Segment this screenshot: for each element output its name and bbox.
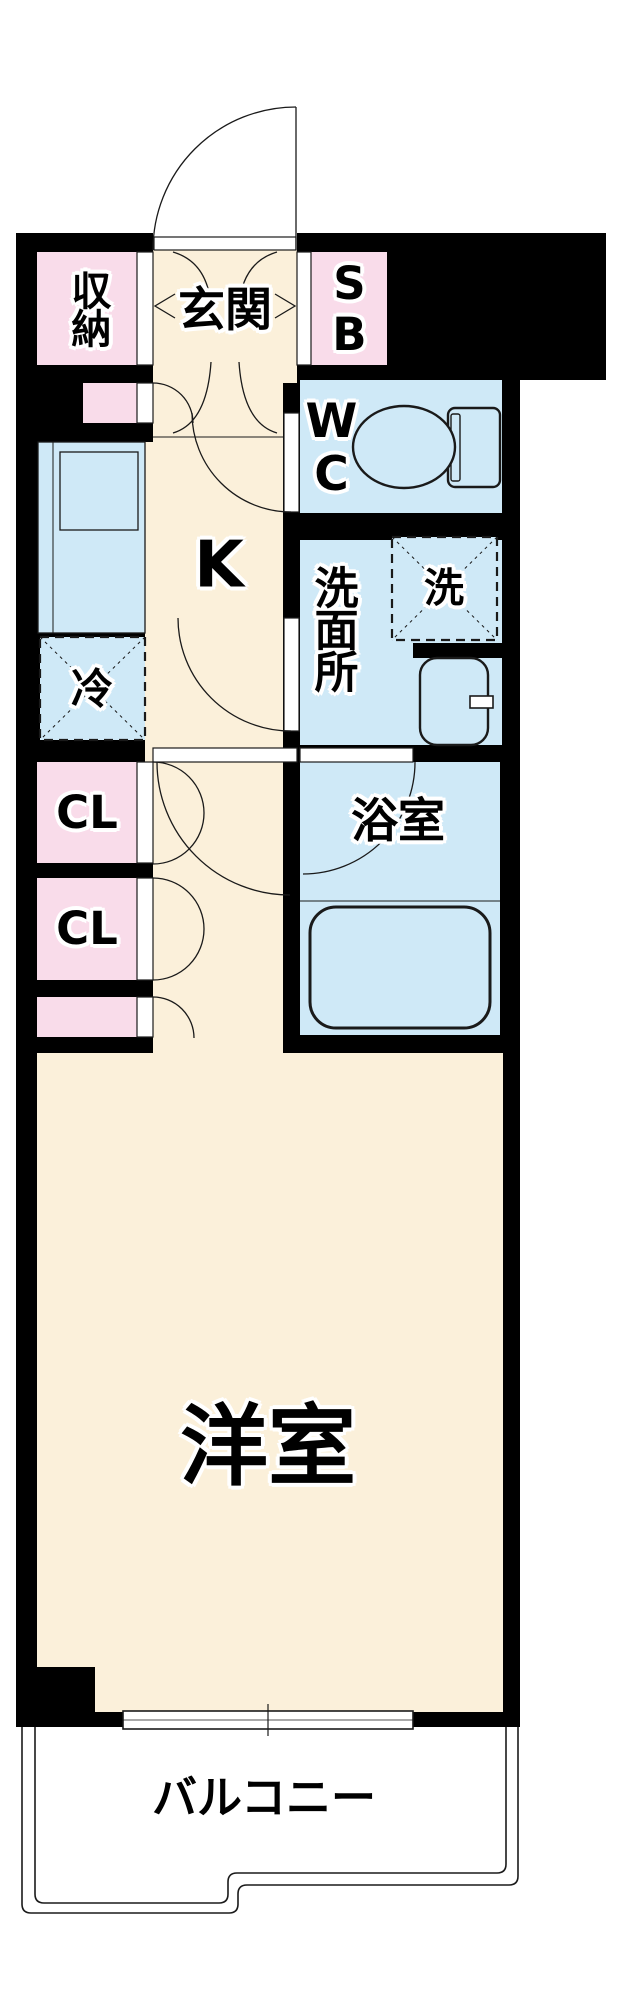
appliance-boxes xyxy=(38,535,499,742)
kitchen-floor xyxy=(145,442,283,762)
washroom-wall-stub xyxy=(413,643,502,658)
kitchen-label: K xyxy=(194,528,244,603)
balcony-inner-line xyxy=(34,1727,507,1904)
refrigerator-outline xyxy=(38,635,147,742)
room-fills xyxy=(16,248,503,1727)
refrigerator-box xyxy=(38,635,147,742)
closet1-room xyxy=(37,762,137,863)
toilet-label: WC xyxy=(303,394,359,500)
storage-label: 収納 xyxy=(64,270,111,346)
counter-top xyxy=(37,441,146,634)
entrance-chevron-right xyxy=(274,293,297,319)
bathtub xyxy=(308,905,492,1030)
floor-lines xyxy=(153,436,500,902)
closet1-opening xyxy=(136,761,154,864)
entrance-label: 玄関 xyxy=(178,283,272,339)
toilet-bowl xyxy=(351,404,457,490)
kitchen-door-arc xyxy=(156,761,291,896)
bathroom-label: 浴室 xyxy=(351,794,445,850)
front-door-arc xyxy=(152,106,297,251)
western-room-floor xyxy=(37,1053,503,1712)
closet1-door-arc-top xyxy=(152,761,205,814)
entrance-arc-tl xyxy=(172,251,212,306)
western-room-label: 洋室 xyxy=(179,1395,357,1499)
closet2-door-arc-bottom xyxy=(152,928,205,981)
lower-corridor xyxy=(153,762,283,1053)
closet2-opening xyxy=(136,877,154,981)
closet2-room xyxy=(37,878,137,980)
kitchen-counter xyxy=(37,441,146,634)
door-openings xyxy=(136,233,414,1038)
entrance-arc-tr xyxy=(238,251,278,306)
washer-box xyxy=(390,535,499,642)
washroom-label: 洗面所 xyxy=(306,565,358,691)
closet1-door-arc-bottom xyxy=(152,812,205,865)
bathroom-door-arc xyxy=(302,761,416,875)
closet2-label: CL xyxy=(56,902,118,956)
small-closet-lower-door-arc xyxy=(152,996,195,1039)
entrance-door-leaf xyxy=(153,236,297,251)
shoe-box-label: SB xyxy=(322,257,376,359)
small-closet-upper xyxy=(83,383,137,423)
washer-label: 洗 xyxy=(424,565,464,612)
balcony-outer-line xyxy=(21,1727,519,1914)
washroom-door-arc xyxy=(177,617,292,732)
toilet-fixture xyxy=(351,404,502,490)
bathroom-door-leaf xyxy=(299,747,414,763)
small-closet-upper-opening xyxy=(136,382,154,424)
washroom-door-leaf xyxy=(283,617,300,732)
washbasin-faucet xyxy=(469,695,494,709)
entrance-chevron-left xyxy=(153,293,176,319)
storage-opening xyxy=(136,251,154,366)
closet1-label: CL xyxy=(56,786,118,840)
balcony-railing xyxy=(21,1727,519,1914)
washer-outline xyxy=(390,535,499,642)
kitchen-door-leaf xyxy=(152,747,298,763)
balcony-label: バルコニー xyxy=(151,1771,377,1825)
kitchen-sink xyxy=(59,451,139,531)
refrigerator-label: 冷 xyxy=(70,664,114,714)
small-closet-lower xyxy=(37,997,137,1037)
door-arcs xyxy=(152,106,416,1039)
storage-room xyxy=(37,252,137,365)
washbasin-fixture xyxy=(418,656,494,747)
balcony-window xyxy=(122,1704,414,1736)
closet2-door-arc-top xyxy=(152,877,205,930)
hall-corridor xyxy=(153,383,283,442)
toilet-door-arc xyxy=(191,412,292,513)
entrance-arc-bl xyxy=(172,361,212,434)
shoe-box-room xyxy=(311,252,387,365)
entrance-hall xyxy=(153,248,297,383)
entrance-arc-br xyxy=(238,361,278,434)
shoe-box-opening xyxy=(296,251,312,366)
wall-stub-bottom-left xyxy=(16,1667,95,1727)
small-closet-lower-opening xyxy=(136,996,154,1038)
toilet-door-leaf xyxy=(283,412,300,513)
